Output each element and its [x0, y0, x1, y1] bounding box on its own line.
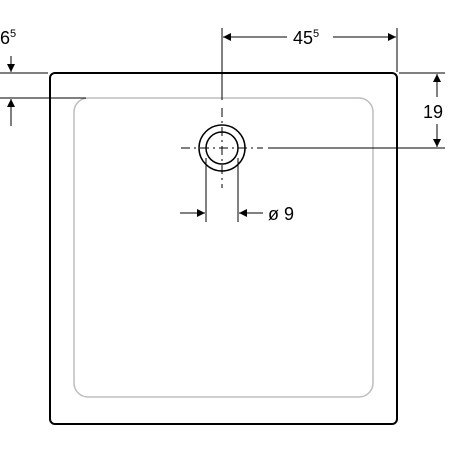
- tray-inner-basin: [73, 97, 374, 398]
- dimension-left-offset: 65: [0, 28, 86, 126]
- left-offset-label: 65: [0, 28, 16, 48]
- top-width-label: 455: [293, 28, 319, 48]
- dimension-drain-diameter: ø 9: [180, 158, 294, 224]
- dimension-top-width: 455: [221, 28, 398, 100]
- drain-diameter-label: ø 9: [268, 204, 294, 224]
- right-offset-label: 19: [423, 102, 443, 122]
- dimension-right-offset: 19: [268, 72, 445, 149]
- tray-outer-outline: [49, 72, 398, 425]
- drain: [181, 108, 263, 188]
